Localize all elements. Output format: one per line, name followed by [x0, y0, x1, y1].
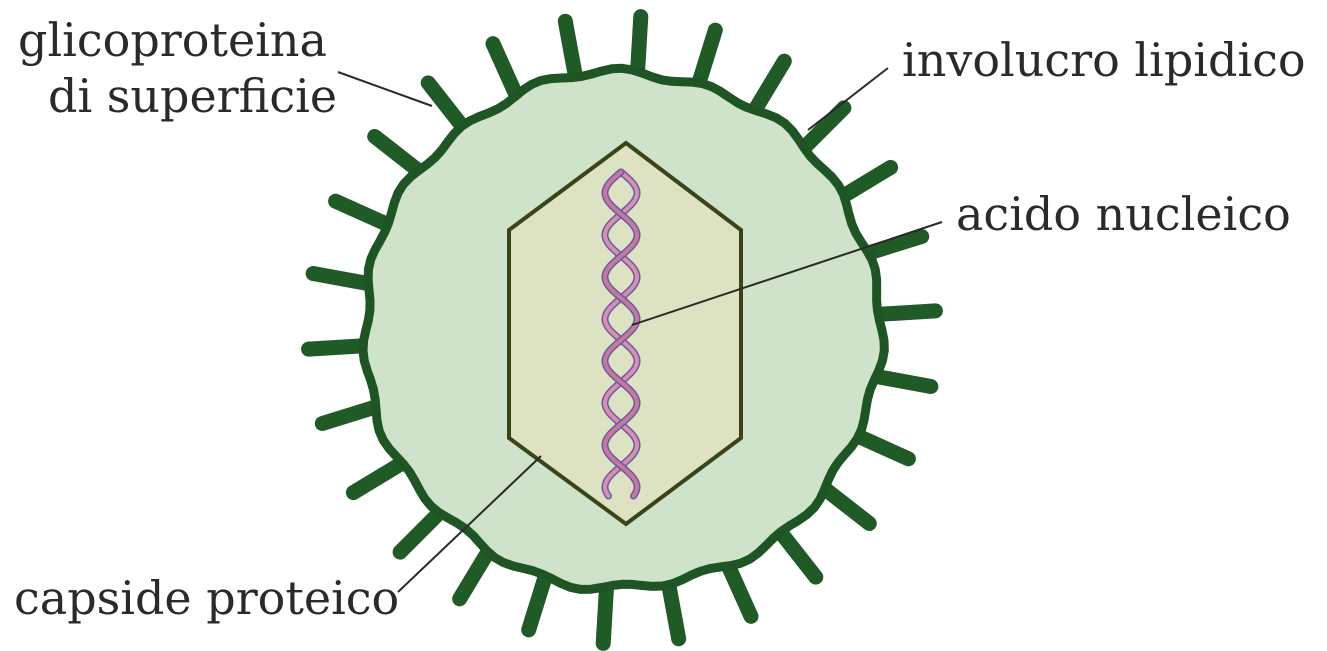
label-nucleic-acid: acido nucleico [956, 187, 1291, 241]
label-lipid-envelope: involucro lipidico [902, 33, 1306, 87]
label-glycoprotein-line2: di superficie [48, 69, 337, 123]
leader-line-lipid-envelope [808, 68, 888, 130]
label-glycoprotein-line1: glicoproteina [18, 13, 327, 67]
leader-line-glycoprotein [338, 72, 432, 106]
label-protein-capsid: capside proteico [14, 571, 399, 625]
